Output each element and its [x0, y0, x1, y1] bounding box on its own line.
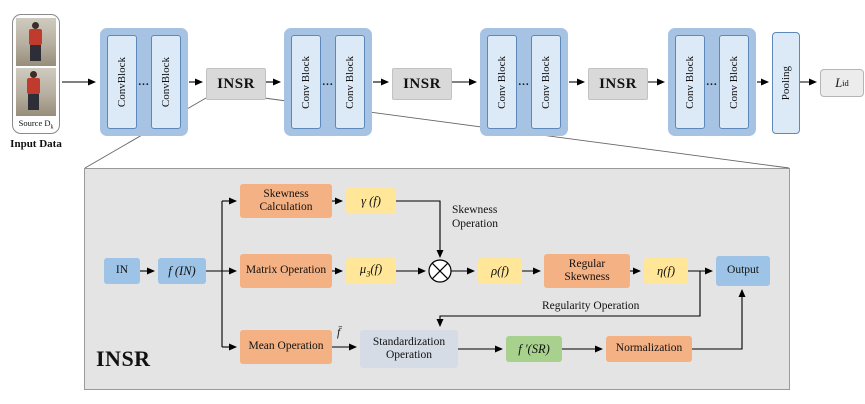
conv-stage-4: Conv Block ... Conv Block — [668, 28, 756, 136]
conv-block-label: Conv Block — [684, 55, 696, 109]
source-label: Source Dk — [18, 117, 54, 131]
conv-block: Conv Block — [675, 35, 705, 129]
f-bar-label: f̄ — [337, 327, 341, 339]
detail-title: INSR — [96, 346, 151, 371]
insr-module-2: INSR — [392, 68, 452, 100]
person-head — [32, 22, 39, 29]
loss-symbol: L — [835, 75, 843, 90]
rho-f-box: ρ(f) — [478, 258, 522, 284]
ellipsis: ... — [518, 76, 530, 88]
ellipsis: ... — [322, 76, 334, 88]
in-box: IN — [104, 258, 140, 284]
person-legs — [28, 93, 39, 110]
input-caption: Input Data — [10, 138, 62, 150]
conv-block-label: Conv Block — [300, 55, 312, 109]
matrix-operation-box: Matrix Operation — [240, 254, 332, 288]
mean-operation-box: Mean Operation — [240, 330, 332, 364]
gamma-f-box: γ (f) — [346, 188, 396, 214]
conv-stage-1: ConvBlock ... ConvBlock — [100, 28, 188, 136]
conv-block-label: Conv Block — [496, 55, 508, 109]
regularity-operation-label: Regularity Operation — [542, 300, 640, 312]
source-label-text: Source D — [18, 117, 51, 128]
f-in-box: f (IN) — [158, 258, 206, 284]
conv-stage-3: Conv Block ... Conv Block — [480, 28, 568, 136]
pooling-layer: Pooling — [772, 32, 800, 134]
standardization-operation-box: Standardization Operation — [360, 330, 458, 368]
conv-block: Conv Block — [531, 35, 561, 129]
skewness-calculation-box: Skewness Calculation — [240, 184, 332, 218]
insr-module-1: INSR — [206, 68, 266, 100]
insr-module-3: INSR — [588, 68, 648, 100]
input-photo-frame: Source Dk — [12, 14, 60, 134]
conv-block-label: Conv Block — [344, 55, 356, 109]
f-sr-box: f ′(SR) — [506, 336, 562, 362]
mu3-f-box: μ3(f) — [346, 258, 396, 284]
pedestrian-photo-bottom — [16, 67, 56, 116]
ellipsis: ... — [706, 76, 718, 88]
ellipsis: ... — [138, 76, 150, 88]
pooling-label: Pooling — [780, 65, 792, 101]
loss-subscript: id — [842, 78, 849, 88]
mu3-f-label: μ3(f) — [359, 262, 383, 279]
person-torso — [27, 77, 40, 94]
conv-block: Conv Block — [487, 35, 517, 129]
conv-block-label: Conv Block — [728, 55, 740, 109]
conv-block: Conv Block — [335, 35, 365, 129]
person-head — [30, 70, 37, 78]
conv-block: Conv Block — [291, 35, 321, 129]
person-legs — [30, 45, 41, 61]
conv-block: ConvBlock — [151, 35, 181, 129]
conv-block-label: ConvBlock — [160, 56, 172, 108]
conv-block-label: ConvBlock — [116, 56, 128, 108]
person-torso — [29, 29, 42, 45]
eta-f-box: η(f) — [644, 258, 688, 284]
skewness-operation-label: Skewness Operation — [452, 204, 498, 230]
conv-block: Conv Block — [719, 35, 749, 129]
regular-skewness-box: Regular Skewness — [544, 254, 630, 288]
conv-block: ConvBlock — [107, 35, 137, 129]
pedestrian-photo-top — [16, 18, 56, 66]
conv-block-label: Conv Block — [540, 55, 552, 109]
conv-stage-2: Conv Block ... Conv Block — [284, 28, 372, 136]
source-label-subscript: k — [50, 124, 54, 131]
output-box: Output — [716, 256, 770, 286]
normalization-box: Normalization — [606, 336, 692, 362]
